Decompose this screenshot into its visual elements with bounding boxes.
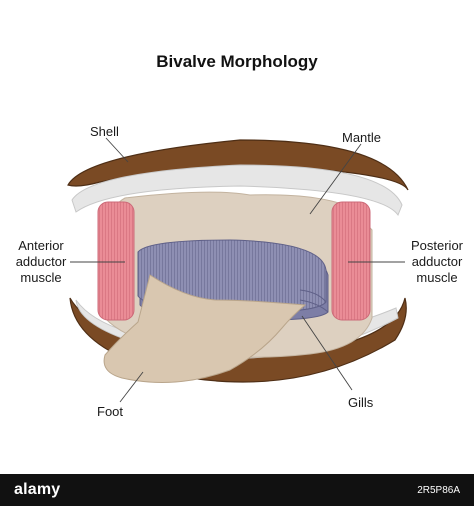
label-mantle: Mantle (342, 130, 382, 145)
mantle-leader (309, 143, 362, 215)
stock-id: 2R5P86A (417, 485, 460, 496)
label-gills: Gills (348, 395, 374, 410)
alamy-logo: alamy (14, 481, 61, 498)
leader-lines (70, 137, 405, 403)
foot-leader (119, 371, 144, 403)
footer-bar: alamy 2R5P86A (0, 474, 474, 506)
label-posterior-line1: Posterior (410, 238, 464, 253)
label-anterior-adductor-muscle: Anterior adductor muscle (6, 238, 76, 286)
gills-leader (301, 315, 353, 391)
label-shell: Shell (90, 124, 119, 139)
label-foot: Foot (97, 404, 124, 419)
label-anterior-line3: muscle (20, 270, 62, 285)
posterior-adductor-muscle (331, 201, 371, 321)
label-posterior-line2: adductor (411, 254, 463, 269)
label-posterior-adductor-muscle: Posterior adductor muscle (402, 238, 472, 286)
anterior-adductor-muscle (97, 201, 135, 321)
bivalve-diagram (67, 137, 409, 403)
label-anterior-line2: adductor (15, 254, 67, 269)
diagram-title: Bivalve Morphology (156, 52, 318, 71)
label-anterior-line1: Anterior (18, 238, 64, 253)
upper-shell (67, 139, 409, 217)
label-posterior-line3: muscle (416, 270, 458, 285)
shell-leader (105, 137, 129, 163)
foot (103, 274, 307, 383)
